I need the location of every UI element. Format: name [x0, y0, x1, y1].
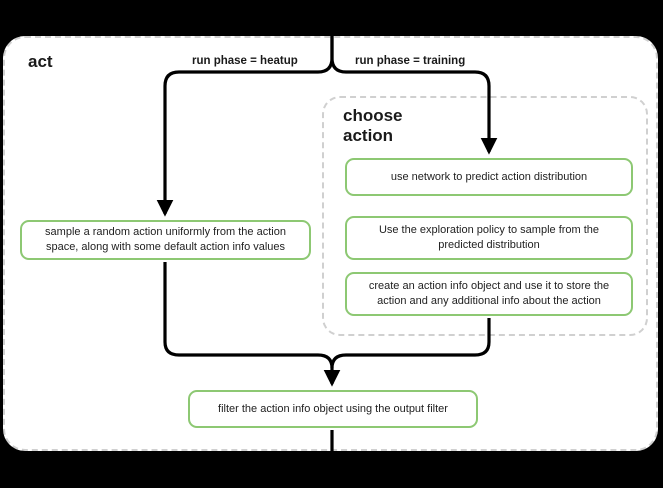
act-scope-title: act	[28, 52, 53, 71]
node-filter-action-info-output-filter[interactable]: filter the action info object using the …	[188, 390, 478, 428]
choose-action-scope-title: choose action	[343, 106, 403, 145]
edge-label-run-phase-heatup: run phase = heatup	[192, 55, 298, 67]
node-use-network-predict-distribution[interactable]: use network to predict action distributi…	[345, 158, 633, 196]
node-create-action-info-object[interactable]: create an action info object and use it …	[345, 272, 633, 316]
node-exploration-policy-sample[interactable]: Use the exploration policy to sample fro…	[345, 216, 633, 260]
node-sample-random-action[interactable]: sample a random action uniformly from th…	[20, 220, 311, 260]
edge-label-run-phase-training: run phase = training	[355, 55, 466, 67]
